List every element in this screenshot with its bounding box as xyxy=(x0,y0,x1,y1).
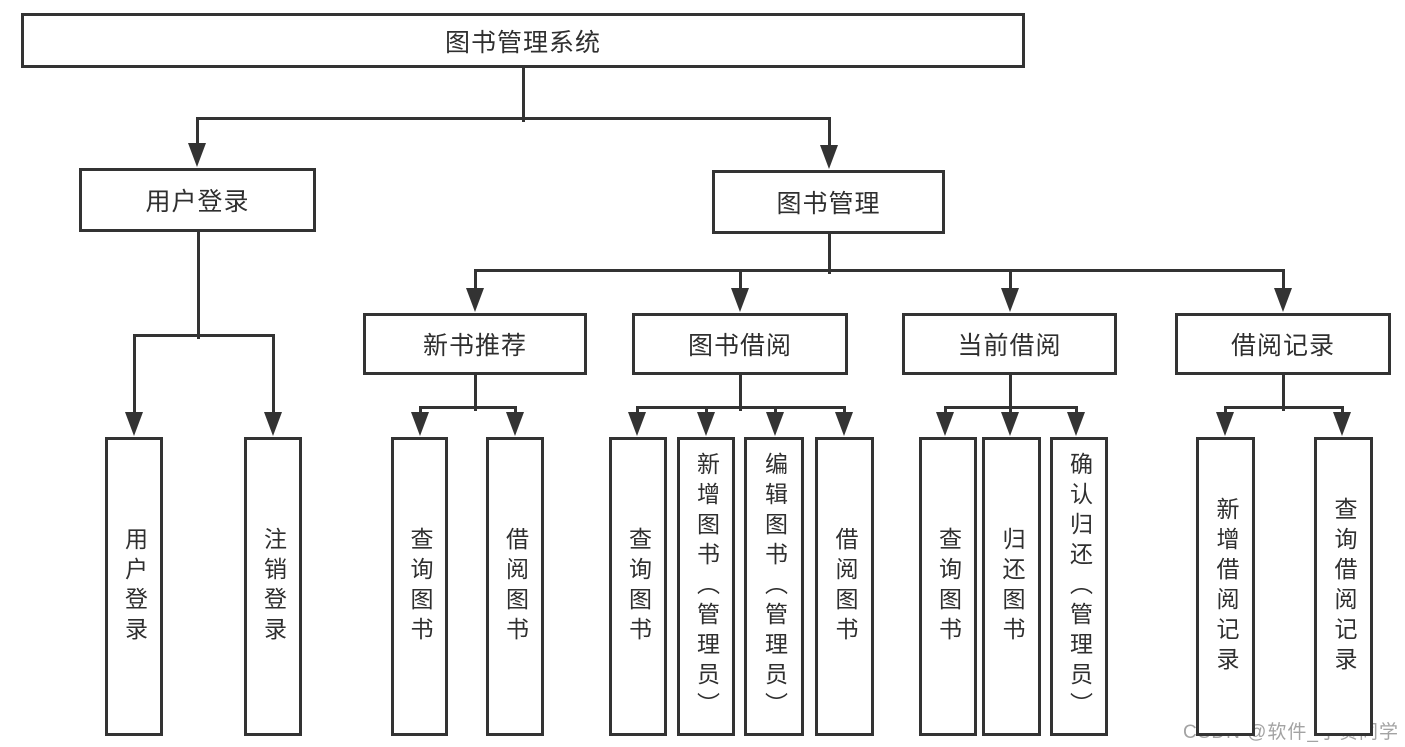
node-book-borrow: 图书借阅 xyxy=(632,313,848,375)
connector-line xyxy=(1223,405,1344,409)
node-label: 注销登录 xyxy=(260,526,287,647)
node-leaf-query-books-3: 查询图书 xyxy=(919,437,977,736)
arrow-shaft xyxy=(827,116,831,147)
arrow-shaft xyxy=(132,333,136,414)
arrow-shaft xyxy=(738,268,742,290)
arrow-shaft xyxy=(943,405,947,414)
arrow-head-icon xyxy=(731,288,749,312)
arrow-shaft xyxy=(842,405,846,414)
node-leaf-borrow-books-2: 借阅图书 xyxy=(815,437,874,736)
node-leaf-add-borrow-record: 新增借阅记录 xyxy=(1196,437,1255,736)
node-root-system: 图书管理系统 xyxy=(21,13,1025,68)
arrow-shaft xyxy=(1281,268,1285,290)
node-label: 借阅图书 xyxy=(832,526,858,647)
node-label: 图书借阅 xyxy=(687,332,792,360)
arrow-shaft xyxy=(1074,405,1078,414)
arrow-shaft xyxy=(271,333,275,414)
arrow-head-icon xyxy=(411,412,429,436)
arrow-head-icon xyxy=(766,412,784,436)
node-leaf-query-books-1: 查询图书 xyxy=(391,437,448,736)
node-label: 确认归还（管理员） xyxy=(1066,451,1093,722)
arrow-head-icon xyxy=(466,288,484,312)
node-label: 编辑图书（管理员） xyxy=(761,451,788,722)
node-label: 新书推荐 xyxy=(422,332,527,360)
node-borrow-records: 借阅记录 xyxy=(1175,313,1391,375)
arrow-shaft xyxy=(1008,405,1012,414)
arrow-head-icon xyxy=(936,412,954,436)
node-leaf-borrow-books-1: 借阅图书 xyxy=(486,437,544,736)
arrow-head-icon xyxy=(1067,412,1085,436)
connector-line xyxy=(738,371,742,411)
node-label: 查询图书 xyxy=(407,526,433,647)
arrow-head-icon xyxy=(125,412,143,436)
connector-line xyxy=(132,333,275,337)
connector-line xyxy=(521,64,525,122)
node-label: 查询图书 xyxy=(935,526,962,647)
node-label: 借阅图书 xyxy=(502,526,529,647)
arrow-shaft xyxy=(704,405,708,414)
arrow-shaft xyxy=(418,405,422,414)
node-label: 图书管理系统 xyxy=(444,28,601,57)
node-new-book-recommend: 新书推荐 xyxy=(363,313,587,375)
connector-line xyxy=(473,268,1285,272)
arrow-shaft xyxy=(1223,405,1227,414)
arrow-head-icon xyxy=(1001,288,1019,312)
arrow-head-icon xyxy=(835,412,853,436)
connector-line xyxy=(196,228,200,339)
node-leaf-query-books-2: 查询图书 xyxy=(609,437,667,736)
arrow-head-icon xyxy=(628,412,646,436)
connector-line xyxy=(635,405,846,409)
node-label: 新增图书（管理员） xyxy=(693,451,720,722)
node-leaf-confirm-return: 确认归还（管理员） xyxy=(1050,437,1108,736)
arrow-head-icon xyxy=(697,412,715,436)
arrow-head-icon xyxy=(1333,412,1351,436)
arrow-shaft xyxy=(513,405,517,414)
arrow-head-icon xyxy=(264,412,282,436)
arrow-shaft xyxy=(1340,405,1344,414)
arrow-shaft xyxy=(773,405,777,414)
node-leaf-query-borrow-record: 查询借阅记录 xyxy=(1314,437,1373,736)
arrow-head-icon xyxy=(1001,412,1019,436)
connector-line xyxy=(827,230,831,274)
node-leaf-edit-books: 编辑图书（管理员） xyxy=(744,437,804,736)
node-label: 用户登录 xyxy=(145,188,250,216)
arrow-shaft xyxy=(635,405,639,414)
node-leaf-user-login: 用户登录 xyxy=(105,437,163,736)
node-label: 归还图书 xyxy=(999,526,1025,647)
arrow-head-icon xyxy=(820,145,838,169)
connector-line xyxy=(1008,371,1012,411)
arrow-head-icon xyxy=(506,412,524,436)
node-leaf-logout: 注销登录 xyxy=(244,437,302,736)
connector-line xyxy=(473,371,477,411)
connector-line xyxy=(195,116,831,120)
node-leaf-add-books: 新增图书（管理员） xyxy=(677,437,735,736)
node-label: 图书管理 xyxy=(776,190,881,218)
arrow-head-icon xyxy=(1274,288,1292,312)
arrow-shaft xyxy=(195,116,199,145)
node-current-borrow: 当前借阅 xyxy=(902,313,1117,375)
node-label: 当前借阅 xyxy=(957,332,1062,360)
arrow-shaft xyxy=(473,268,477,290)
node-user-login-group: 用户登录 xyxy=(79,168,316,232)
node-leaf-return-books: 归还图书 xyxy=(982,437,1041,736)
node-label: 查询借阅记录 xyxy=(1331,496,1357,677)
node-label: 新增借阅记录 xyxy=(1213,496,1239,677)
arrow-head-icon xyxy=(1216,412,1234,436)
node-book-management-group: 图书管理 xyxy=(712,170,945,234)
node-label: 借阅记录 xyxy=(1230,332,1335,360)
node-label: 查询图书 xyxy=(625,526,652,647)
connector-line xyxy=(418,405,517,409)
connector-line xyxy=(1281,371,1285,411)
arrow-shaft xyxy=(1008,268,1012,290)
node-label: 用户登录 xyxy=(121,526,148,647)
arrow-head-icon xyxy=(188,143,206,167)
